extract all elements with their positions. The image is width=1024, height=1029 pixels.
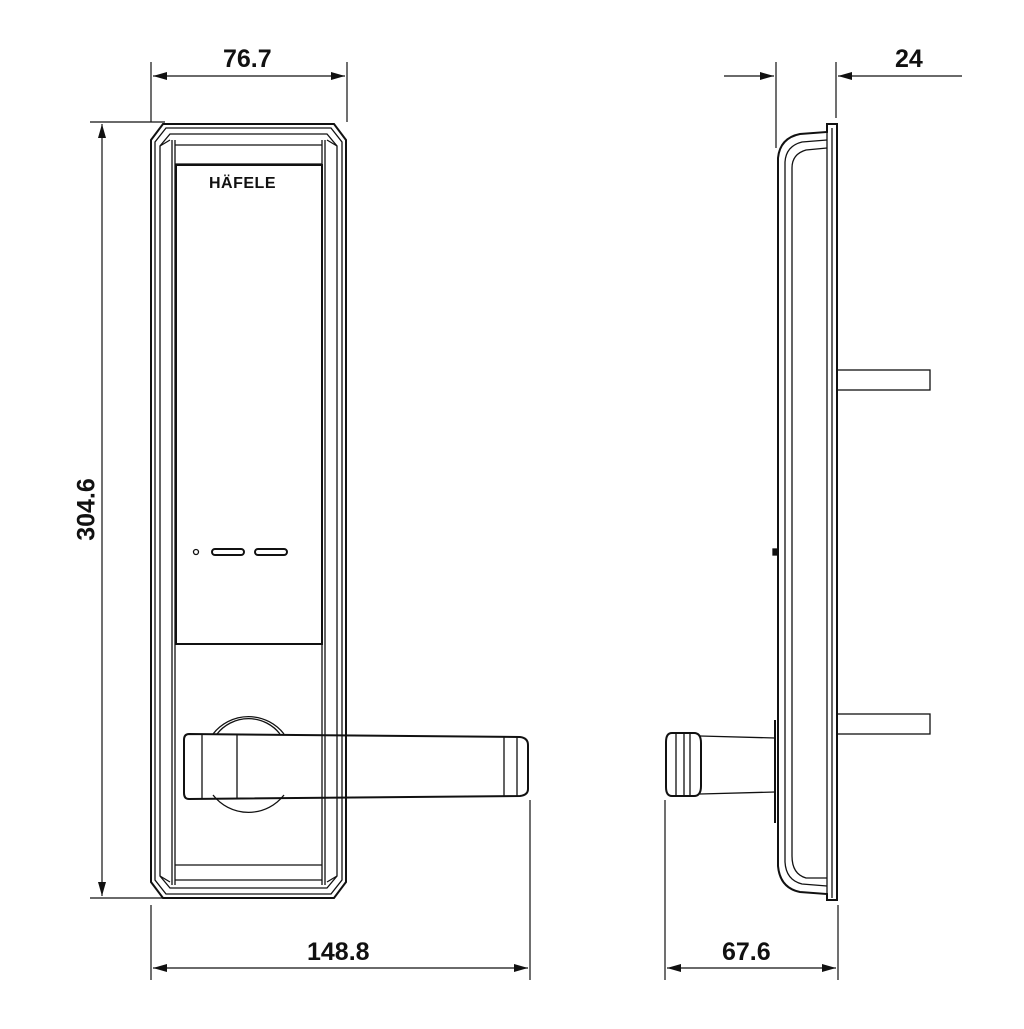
card-slot-left	[211, 548, 245, 556]
brand-logo: HÄFELE	[209, 175, 276, 192]
dim-front-width: 76.7	[223, 45, 272, 73]
led-indicator-icon	[192, 548, 200, 556]
dim-side-projection: 67.6	[722, 938, 771, 966]
side-view	[665, 123, 931, 901]
spindle-bottom	[836, 713, 931, 735]
card-slot-right	[254, 548, 288, 556]
dimension-lines	[90, 62, 962, 980]
dim-handle-span: 148.8	[307, 938, 370, 966]
dim-side-thickness: 24	[895, 45, 923, 73]
spindle-top	[836, 369, 931, 391]
dim-height: 304.6	[72, 478, 101, 541]
front-view	[150, 123, 529, 899]
